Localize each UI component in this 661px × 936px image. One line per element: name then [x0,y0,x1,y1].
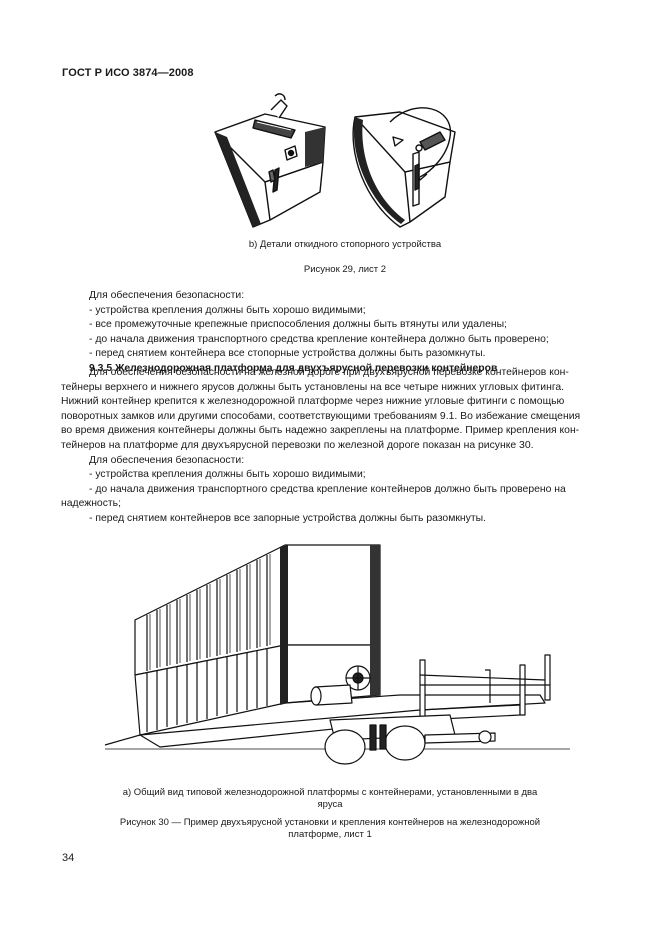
figure-29-locking-device-drawing [214,93,456,228]
text-line: Для обеспечения безопасности: [89,290,245,301]
caption-line: а) Общий вид типовой железнодорожной пла… [122,787,538,798]
text-line: - до начала движения транспортного средс… [89,333,549,345]
document-header: ГОСТ Р ИСО 3874—2008 [62,67,194,79]
text-line: тейнеров на платформе для двухъярусной п… [61,439,534,451]
text-line: Для обеспечения безопасности на железной… [89,367,569,378]
text-line: - перед снятием контейнера все стопорные… [89,348,486,360]
caption-line: Рисунок 30 — Пример двухъярусной установ… [119,817,541,828]
text-line: - до начала движения транспортного средс… [89,483,566,495]
text-line: во время движения контейнеры должны быть… [61,425,580,437]
figure-30-caption: Рисунок 30 — Пример двухъярусной установ… [80,817,580,841]
text-line: - устройства крепления должны быть хорош… [89,469,366,481]
caption-line: платформе, лист 1 [288,829,372,840]
caption-line: яруса [317,799,343,810]
figure-29-subcaption: b) Детали откидного стопорного устройств… [248,239,442,250]
section-heading: 9.3.5 Железнодорожная платформа для двух… [89,362,498,374]
text-line: - все промежуточные крепежные приспособл… [89,319,507,331]
figure-30-subcaption: а) Общий вид типовой железнодорожной пла… [95,787,565,811]
section-paragraph: Для обеспечения безопасности на железной… [61,366,599,527]
text-line: тейнеры верхнего и нижнего ярусов должны… [61,381,565,393]
text-line: надежность; [61,498,121,510]
text-line: - перед снятием контейнеров все запорные… [89,512,486,524]
figure-30-double-stack-railcar-drawing [104,544,570,765]
text-line: Нижний контейнер крепится к железнодорож… [61,396,565,408]
text-line: поворотных замков или другими способами,… [61,410,581,422]
safety-requirements-list-1: Для обеспечения безопасности: - устройст… [89,289,599,377]
text-line: Для обеспечения безопасности: [89,454,245,466]
text-line: - устройства крепления должны быть хорош… [89,304,366,316]
figure-29-caption: Рисунок 29, лист 2 [303,264,387,275]
page-number: 34 [62,852,75,864]
